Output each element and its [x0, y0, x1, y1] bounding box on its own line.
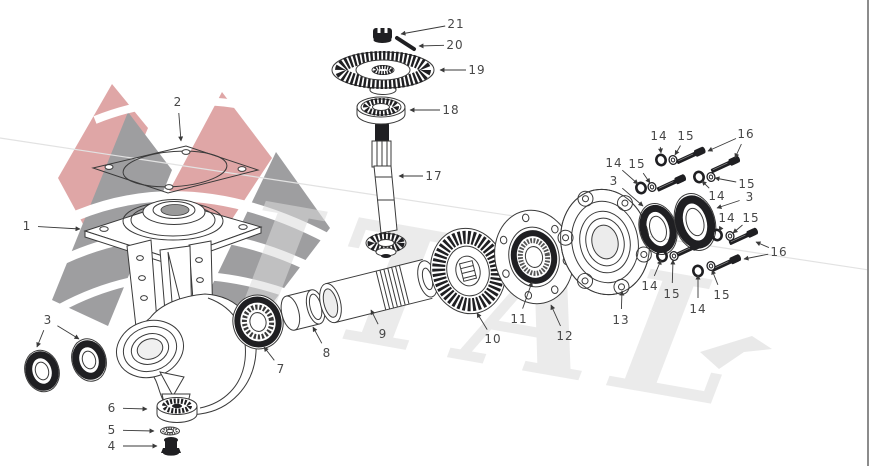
leader-line-5 — [122, 428, 155, 434]
leader-line-15 — [642, 172, 651, 184]
part-5-washer — [160, 426, 180, 436]
leader-line-15 — [714, 176, 737, 183]
leader-line-13 — [619, 290, 625, 310]
watermark-chevron — [700, 336, 772, 369]
part-16-hex-bolt — [655, 173, 688, 194]
part-15-flat-washer — [705, 170, 717, 184]
part-4-drain-plug-bolt — [161, 437, 181, 456]
leader-line-11 — [522, 281, 533, 309]
leader-line-15 — [674, 145, 681, 156]
part-14-lock-washer — [653, 152, 669, 168]
leader-lines — [36, 25, 770, 449]
part-18-ball-bearing — [356, 96, 406, 125]
leader-line-14 — [658, 146, 663, 154]
part-15-flat-washer — [646, 180, 658, 194]
leader-line-15 — [732, 224, 743, 234]
part-19-crown-gear — [331, 51, 435, 95]
leader-line-15 — [670, 259, 676, 284]
leader-line-8 — [312, 326, 323, 344]
leader-line-16 — [707, 138, 737, 152]
leader-line-14 — [622, 169, 639, 185]
leader-line-7 — [263, 346, 275, 361]
leader-line-21 — [400, 25, 446, 36]
leader-line-6 — [122, 406, 148, 412]
part-17-pinion-shaft — [365, 123, 407, 258]
part-20-cotter-pin — [395, 36, 416, 51]
part-3-oil-seal-left-a — [24, 349, 60, 393]
leader-line-12 — [550, 304, 561, 327]
part-13-side-cover — [557, 188, 652, 296]
part-16-hex-bolt — [709, 154, 742, 175]
leader-line-14 — [718, 225, 724, 232]
leader-line-3 — [36, 330, 45, 348]
leader-line-16 — [743, 253, 769, 261]
part-3-oil-seal-left-b — [71, 338, 107, 382]
part-16-hex-bolt — [675, 145, 707, 166]
part-14-lock-washer — [691, 169, 707, 185]
part-14-lock-washer — [709, 227, 725, 243]
part-6-ball-bearing — [156, 397, 198, 423]
watermark-swoosh-line — [0, 137, 867, 271]
leader-line-9 — [370, 309, 379, 325]
part-12-bearing-flange — [494, 209, 574, 305]
part-15-flat-washer — [667, 153, 679, 167]
leader-line-3 — [622, 187, 644, 207]
leader-line-16 — [755, 241, 770, 249]
leader-line-14 — [653, 259, 662, 277]
part-2-gasket — [91, 145, 260, 194]
part-21-castle-nut — [373, 28, 392, 43]
leader-line-16 — [734, 143, 742, 159]
part-11-bearing — [510, 230, 558, 284]
leader-line-3 — [716, 200, 740, 209]
leader-line-2 — [178, 112, 184, 142]
leader-line-14 — [701, 180, 710, 189]
leader-line-1 — [37, 226, 81, 232]
leader-line-15 — [711, 269, 719, 285]
part-7-bearing — [232, 294, 284, 350]
leader-line-20 — [418, 43, 445, 49]
leader-line-10 — [476, 312, 488, 330]
part-9-splined-sleeve — [319, 259, 438, 324]
pinion-gear-teeth — [365, 232, 407, 258]
leader-line-3 — [57, 325, 80, 340]
